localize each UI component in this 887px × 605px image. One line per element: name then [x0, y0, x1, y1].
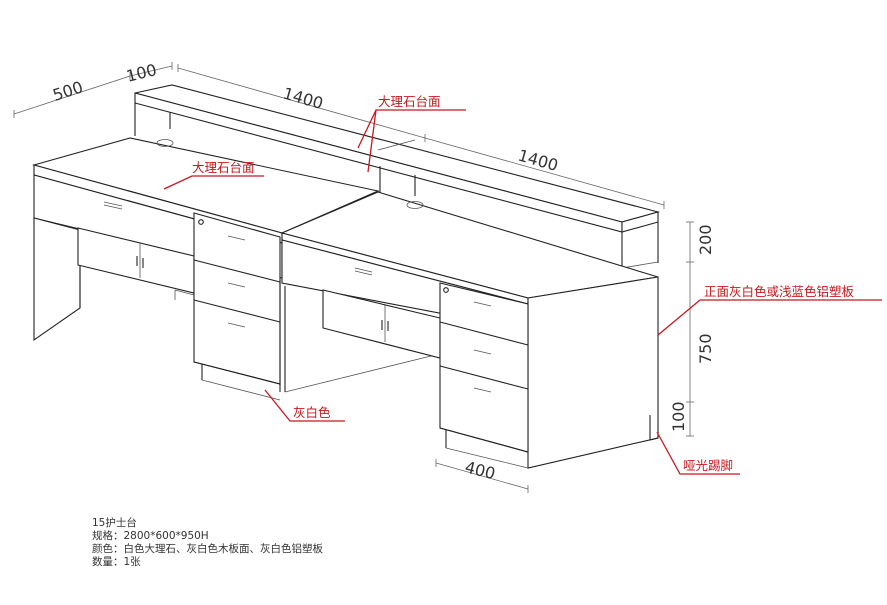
spec-color: 颜色：白色大理石、灰白色木板面、灰白色铝塑板 — [92, 543, 323, 555]
riser-shelf — [134, 84, 661, 269]
annotation-leaders — [163, 109, 882, 475]
dim-width-left: 1400 — [281, 84, 325, 113]
dim-width-right: 1400 — [516, 146, 560, 175]
spec-size: 规格：2800*600*950H — [92, 530, 209, 542]
dim-depth-top: 500 — [50, 77, 85, 105]
dimension-lines — [13, 62, 694, 493]
left-desk — [31, 137, 380, 401]
spec-qty: 数量：1张 — [92, 556, 141, 568]
dim-counter-height: 750 — [696, 333, 715, 364]
label-front-panel: 正面灰白色或浅蓝色铝塑板 — [704, 284, 855, 299]
dim-kick-height: 100 — [669, 401, 688, 432]
label-gray-white: 灰白色 — [293, 405, 331, 420]
dim-pedestal-width: 400 — [463, 457, 497, 483]
right-desk — [279, 191, 659, 469]
spec-block: 15护士台 规格：2800*600*950H 颜色：白色大理石、灰白色木板面、灰… — [92, 517, 323, 569]
dim-riser-height: 200 — [696, 224, 715, 255]
label-marble-top-left: 大理石台面 — [192, 160, 255, 175]
spec-name: 15护士台 — [92, 517, 137, 529]
label-matte-kick: 哑光踢脚 — [683, 458, 733, 473]
dim-riser-depth: 100 — [124, 60, 158, 86]
label-marble-top-riser: 大理石台面 — [378, 94, 441, 109]
